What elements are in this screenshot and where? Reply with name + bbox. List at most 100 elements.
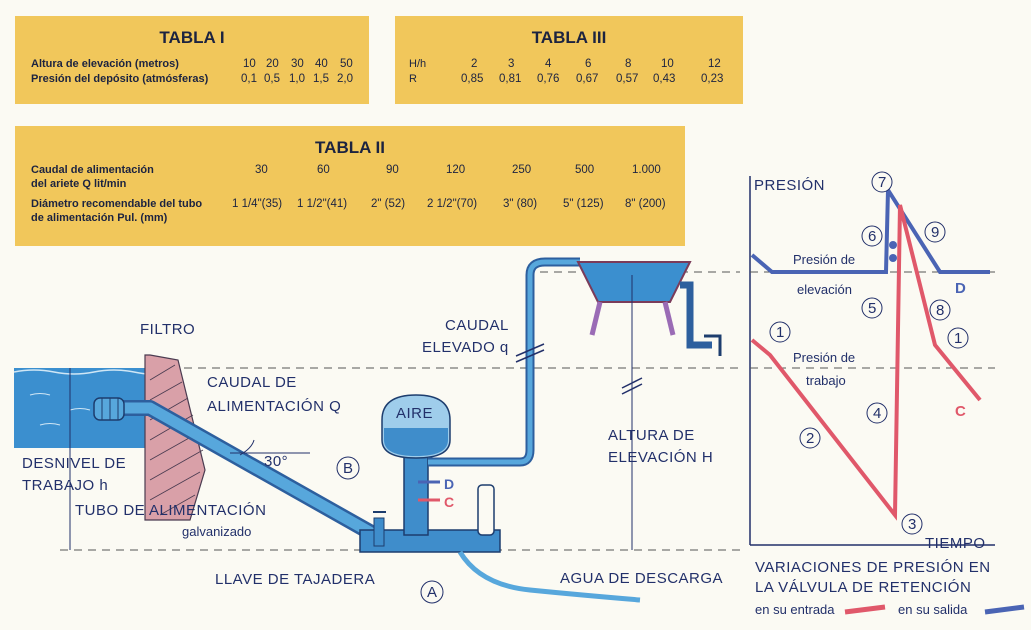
- tabla-3-cell: 0,43: [653, 73, 676, 85]
- feed-pipe: [120, 402, 378, 540]
- tabla-2-cell: 2 1/2"(70): [427, 198, 478, 210]
- tabla-1-cell: 20: [266, 58, 279, 70]
- svg-text:4: 4: [873, 405, 881, 422]
- label-filtro: FILTRO: [140, 321, 195, 338]
- tabla-3-cell: 3: [508, 58, 515, 70]
- dam-wall: [144, 354, 206, 521]
- tabla-3-cell: 10: [661, 58, 674, 70]
- delivery-pipe: [428, 259, 580, 465]
- graph-label-trabajo: trabajo: [806, 373, 846, 388]
- svg-text:1: 1: [954, 330, 962, 347]
- tabla-3-cell: 2: [471, 58, 478, 70]
- waste-valve: [477, 484, 495, 536]
- tabla-1-cell: 1,5: [313, 73, 329, 85]
- legend-entrada-swatch: [844, 604, 886, 615]
- svg-text:3: 3: [908, 516, 916, 533]
- tabla-1-row1-label: Altura de elevación (metros): [31, 58, 179, 70]
- label-caudal-alim: ALIMENTACIÓN Q: [207, 398, 341, 415]
- graph-point-9: 9: [924, 221, 946, 243]
- graph-point-6: 6: [861, 225, 883, 247]
- graph-point-7: 7: [871, 171, 893, 193]
- tabla-2-title: TABLA II: [315, 138, 385, 157]
- water-ripple: [13, 369, 155, 375]
- tabla-2-row2-label: Diámetro recomendable del tubo: [31, 198, 203, 210]
- label-aire: AIRE: [396, 405, 433, 422]
- tabla-1-row2-label: Presión del depósito (atmósferas): [31, 73, 209, 85]
- tabla-3: TABLA III H/h R 2 3 4 6 8 10 12 0,85 0,8…: [395, 16, 743, 104]
- outlet-pipe: [680, 281, 712, 349]
- tabla-1-cell: 30: [291, 58, 304, 70]
- legend-salida: en su salida: [898, 602, 968, 617]
- tabla-3-cell: 0,57: [616, 73, 639, 85]
- tabla-3-cell: 12: [708, 58, 721, 70]
- svg-text:8: 8: [936, 302, 944, 319]
- tabla-2-cell: 5" (125): [563, 198, 604, 210]
- marker-b: B: [336, 456, 360, 480]
- label-caudal-elev: ELEVADO q: [422, 339, 509, 356]
- marker-a: A: [420, 580, 444, 604]
- tabla-3-cell: 4: [545, 58, 552, 70]
- graph-label-elevacion: elevación: [797, 282, 852, 297]
- label-altura: ELEVACIÓN H: [608, 449, 713, 466]
- dimension-break: [621, 377, 643, 389]
- graph-caption: VARIACIONES DE PRESIÓN EN: [755, 559, 991, 576]
- svg-text:9: 9: [931, 224, 939, 241]
- tabla-1-cell: 2,0: [337, 73, 353, 85]
- graph-point-5: 5: [861, 297, 883, 319]
- tabla-2-cell: 500: [575, 164, 595, 176]
- label-altura: ALTURA DE: [608, 427, 695, 444]
- tabla-2: TABLA II Caudal de alimentación del arie…: [15, 126, 685, 246]
- delivery-pipe-outline: [428, 257, 580, 467]
- tabla-1-cell: 1,0: [289, 73, 305, 85]
- legend-salida-swatch: [984, 604, 1025, 615]
- tabla-2-cell: 250: [512, 164, 532, 176]
- discharge-water: [457, 550, 641, 603]
- tabla-1-cell: 40: [315, 58, 328, 70]
- water-ripple: [29, 393, 91, 426]
- label-caudal-alim: CAUDAL DE: [207, 374, 297, 391]
- graph-series-salida: [750, 183, 990, 274]
- tabla-2-cell: 1 1/2"(41): [297, 198, 348, 210]
- label-angle: 30°: [264, 453, 288, 470]
- marker-c: C: [444, 494, 454, 510]
- tabla-3-row1-label: H/h: [409, 58, 427, 70]
- air-chamber-water: [384, 428, 448, 456]
- tabla-2-cell: 8" (200): [625, 198, 666, 210]
- graph-label-trabajo: Presión de: [793, 350, 855, 365]
- graph-point-8: 8: [929, 299, 951, 321]
- tabla-3-cell: 0,85: [461, 73, 484, 85]
- tabla-2-cell: 60: [317, 164, 330, 176]
- label-desnivel: TRABAJO h: [22, 477, 108, 494]
- svg-text:6: 6: [868, 228, 876, 245]
- graph-x-label: TIEMPO: [925, 535, 986, 552]
- gate-valve[interactable]: [373, 517, 385, 547]
- tabla-3-cell: 8: [625, 58, 632, 70]
- tabla-3-title: TABLA III: [531, 28, 607, 47]
- tabla-1-cell: 0,1: [241, 73, 257, 85]
- label-tubo: galvanizado: [182, 524, 251, 539]
- tabla-1-cell: 50: [340, 58, 353, 70]
- tabla-2-cell: 120: [446, 164, 466, 176]
- graph-series-entrada: [750, 204, 982, 521]
- svg-text:5: 5: [868, 300, 876, 317]
- tabla-2-cell: 1 1/4"(35): [232, 198, 283, 210]
- tabla-1-cell: 10: [243, 58, 256, 70]
- tabla-3-cell: 0,76: [537, 73, 560, 85]
- filter: [93, 397, 125, 421]
- tabla-3-cell: 0,81: [499, 73, 522, 85]
- graph-y-label: PRESIÓN: [754, 177, 825, 194]
- tap[interactable]: [704, 334, 722, 356]
- graph-dot: [889, 241, 897, 249]
- tabla-2-row1-label: Caudal de alimentación: [31, 164, 154, 176]
- svg-text:2: 2: [806, 430, 814, 447]
- svg-text:1: 1: [776, 324, 784, 341]
- svg-text:7: 7: [878, 174, 886, 191]
- tabla-3-cell: 6: [585, 58, 592, 70]
- tank-leg: [589, 301, 603, 336]
- label-llave: LLAVE DE TAJADERA: [215, 571, 375, 588]
- marker-d: D: [444, 476, 454, 492]
- graph-point-1: 1: [769, 321, 791, 343]
- tabla-1: TABLA I Altura de elevación (metros) Pre…: [15, 16, 369, 104]
- angle-arc: [239, 439, 255, 456]
- graph-point-2: 2: [799, 427, 821, 449]
